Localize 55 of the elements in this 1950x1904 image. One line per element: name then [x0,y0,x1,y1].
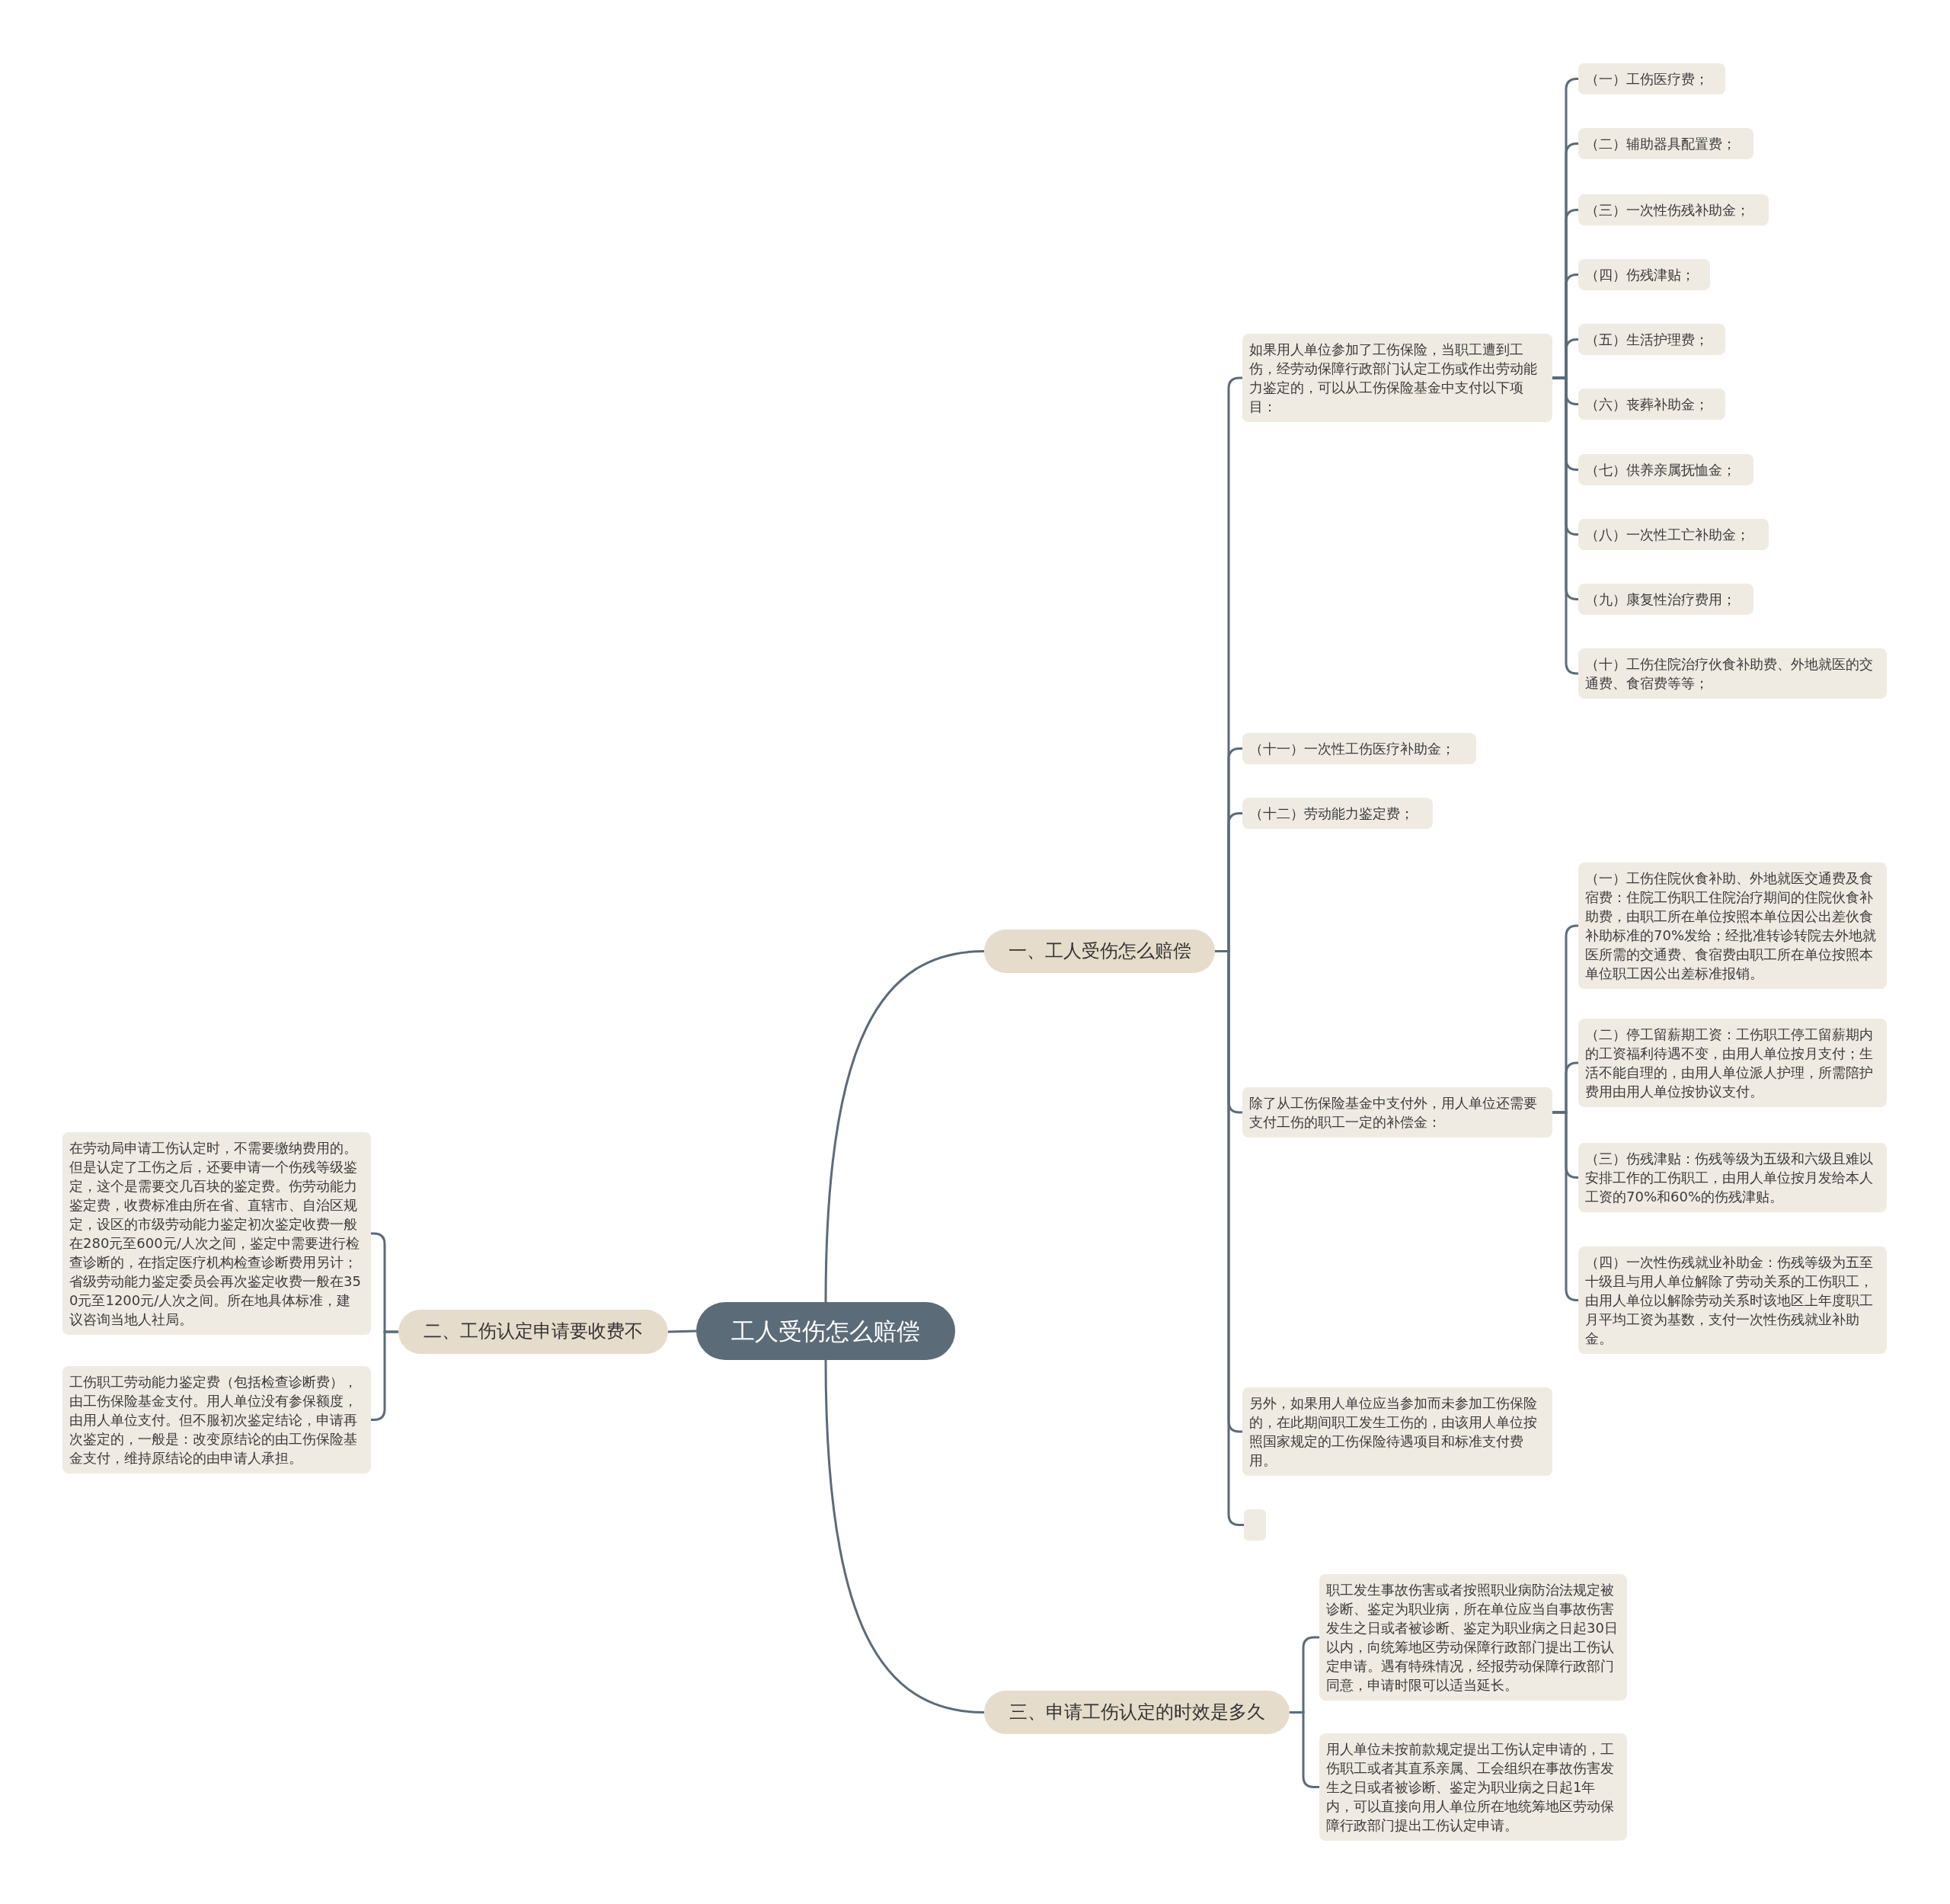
subtopic-box [1319,1733,1627,1841]
branch-topic [984,1691,1290,1734]
subtopic-box [1578,1019,1887,1107]
subtopic-box [1578,454,1753,485]
subtopic-box [1578,389,1725,420]
subtopic-text: 用人单位未按前款规定提出工伤认定申请的，工伤职工或者其直系亲属、工会组织在事故伤害发生之日或者被诊断、鉴定为职业病之日起1年内，可以直接向用人单位所在地统筹地区劳动保障行政部门提出工伤认定申请。 [1326,1740,1615,1835]
central-topic-text: 工人受伤怎么赔偿 [730,1317,921,1346]
subtopic-box [1578,584,1753,615]
subtopic-text: （三）一次性伤残补助金； [1585,201,1750,219]
subtopic-box [1578,1246,1887,1354]
subtopic-text: （十二）劳动能力鉴定费； [1249,805,1415,823]
subtopic-box [1578,862,1887,989]
subtopic-text: （六）丧葬补助金； [1585,395,1709,414]
connector-line [824,950,985,1303]
subtopic-text: （七）供养亲属抚恤金； [1585,461,1737,479]
subtopic-text: （五）生活护理费； [1585,331,1709,349]
subtopic-text: 职工发生事故伤害或者按照职业病防治法规定被诊断、鉴定为职业病，所在单位应当自事故伤害发生之日或者被诊断、鉴定为职业病之日起30日以内，向统筹地区劳动保障行政部门提出工伤认定申请。遇有特殊情况，经报劳动保障行政部门同意，申请时限可以适当延长。 [1326,1581,1619,1694]
subtopic-text: 另外，如果用人单位应当参加而未参加工伤保险的，在此期间职工发生工伤的，由该用人单位按照国家规定的工伤保险待遇项目和标准支付费用。 [1249,1394,1538,1470]
branch-topic-text: 一、工人受伤怎么赔偿 [1007,939,1192,963]
subtopic-box [1578,648,1887,699]
subtopic-text: （二）停工留薪期工资：工伤职工停工留薪期内的工资福利待遇不变，由用人单位按月支付；生活不能自理的，由用人单位派人护理，所需陪护费用由用人单位按协议支付。 [1585,1026,1874,1101]
subtopic-text: 工伤职工劳动能力鉴定费（包括检查诊断费），由工伤保险基金支付。用人单位没有参保额度，由用人单位支付。但不服初次鉴定结论，申请再次鉴定的，一般是：改变原结论的由工伤保险基金支付，维持原结论的由申请人承担。 [69,1373,358,1467]
connector-line [667,1330,697,1333]
subtopic-text: 如果用人单位参加了工伤保险，当职工遭到工伤，经劳动保障行政部门认定工伤或作出劳动能力鉴定的，可以从工伤保险基金中支付以下项目： [1249,341,1538,416]
subtopic-box [1578,324,1725,355]
subtopic-text: （八）一次性工亡补助金； [1585,526,1750,544]
subtopic-box [1242,334,1552,422]
subtopic-text: （十）工伤住院治疗伙食补助费、外地就医的交通费、食宿费等等； [1585,655,1874,693]
subtopic-text: （三）伤残津贴：伤残等级为五级和六级且难以安排工作的工伤职工，由用人单位按月发给本人工资的70%和60%的伤残津贴。 [1585,1150,1874,1206]
subtopic-box [1578,259,1710,290]
subtopic-box [1578,128,1753,159]
branch-topic-text: 二、工伤认定申请要收费不 [423,1320,644,1343]
subtopic-text: （一）工伤住院伙食补助、外地就医交通费及食宿费：住院工伤职工住院治疗期间的住院伙食补助费，由职工所在单位按照本单位因公出差伙食补助标准的70%发给；经批准转诊转院去外地就医所需的交通费、食宿费由职工所在单位按照本单位职工因公出差标准报销。 [1585,869,1877,983]
subtopic-text: 在劳动局申请工伤认定时，不需要缴纳费用的。但是认定了工伤之后，还要申请一个伤残等级鉴定，这个是需要交几百块的鉴定费。伤劳动能力鉴定费，收费标准由所在省、直辖市、自治区规定，设区的市级劳动能力鉴定初次鉴定收费一般在280元至600元/人次之间，鉴定中需要进行检查诊断的，在指定医疗机构检查诊断费用另计；省级劳动能力鉴定委员会再次鉴定收费一般在350元至1200元/人次之间。所在地具体标准，建议咨询当地人社局。 [69,1139,362,1329]
subtopic-box [1578,63,1725,94]
connector-line [824,1359,985,1714]
subtopic-box [1578,519,1769,550]
subtopic-box [1242,733,1476,764]
subtopic-text: 除了从工伤保险基金中支付外，用人单位还需要支付工伤的职工一定的补偿金： [1249,1094,1538,1131]
subtopic-text: （一）工伤医疗费； [1585,70,1709,88]
subtopic-text: （四）一次性伤残就业补助金：伤残等级为五至十级且与用人单位解除了劳动关系的工伤职工，由用人单位以解除劳动关系时该地区上年度职工月平均工资为基数，支付一次性伤残就业补助金。 [1585,1253,1874,1348]
branch-topic [984,930,1215,973]
subtopic-box [1242,798,1433,829]
connector-line [1290,1711,1319,1788]
subtopic-box [1242,1387,1552,1476]
subtopic-text: （十一）一次性工伤医疗补助金； [1249,740,1456,758]
subtopic-box [1242,1087,1552,1138]
subtopic-box [62,1366,371,1474]
subtopic-text: （九）康复性治疗费用； [1585,590,1737,609]
empty-box [1244,1509,1266,1541]
subtopic-text: （四）伤残津贴； [1585,266,1696,284]
subtopic-box [1578,194,1769,226]
subtopic-box [1578,1143,1887,1212]
branch-topic-text: 三、申请工伤认定的时效是多久 [1008,1701,1266,1724]
subtopic-text: （二）辅助器具配置费； [1585,135,1737,153]
